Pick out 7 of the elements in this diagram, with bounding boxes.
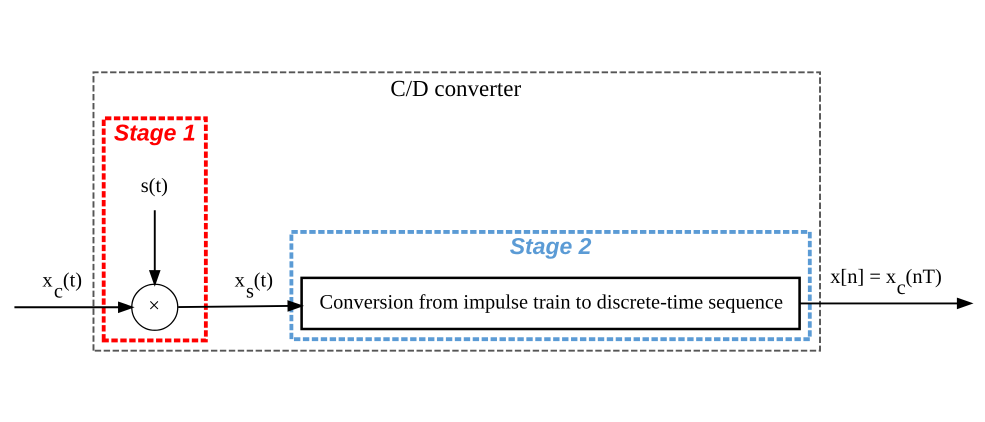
node-circle: × [131, 283, 178, 330]
arrow [800, 297, 974, 309]
node-box: Conversion from impulse train to discrete-time sequence [300, 276, 801, 330]
node-text: s(t) [140, 174, 168, 197]
arrow [14, 300, 135, 313]
arrow [178, 300, 304, 312]
arrow [148, 210, 161, 286]
